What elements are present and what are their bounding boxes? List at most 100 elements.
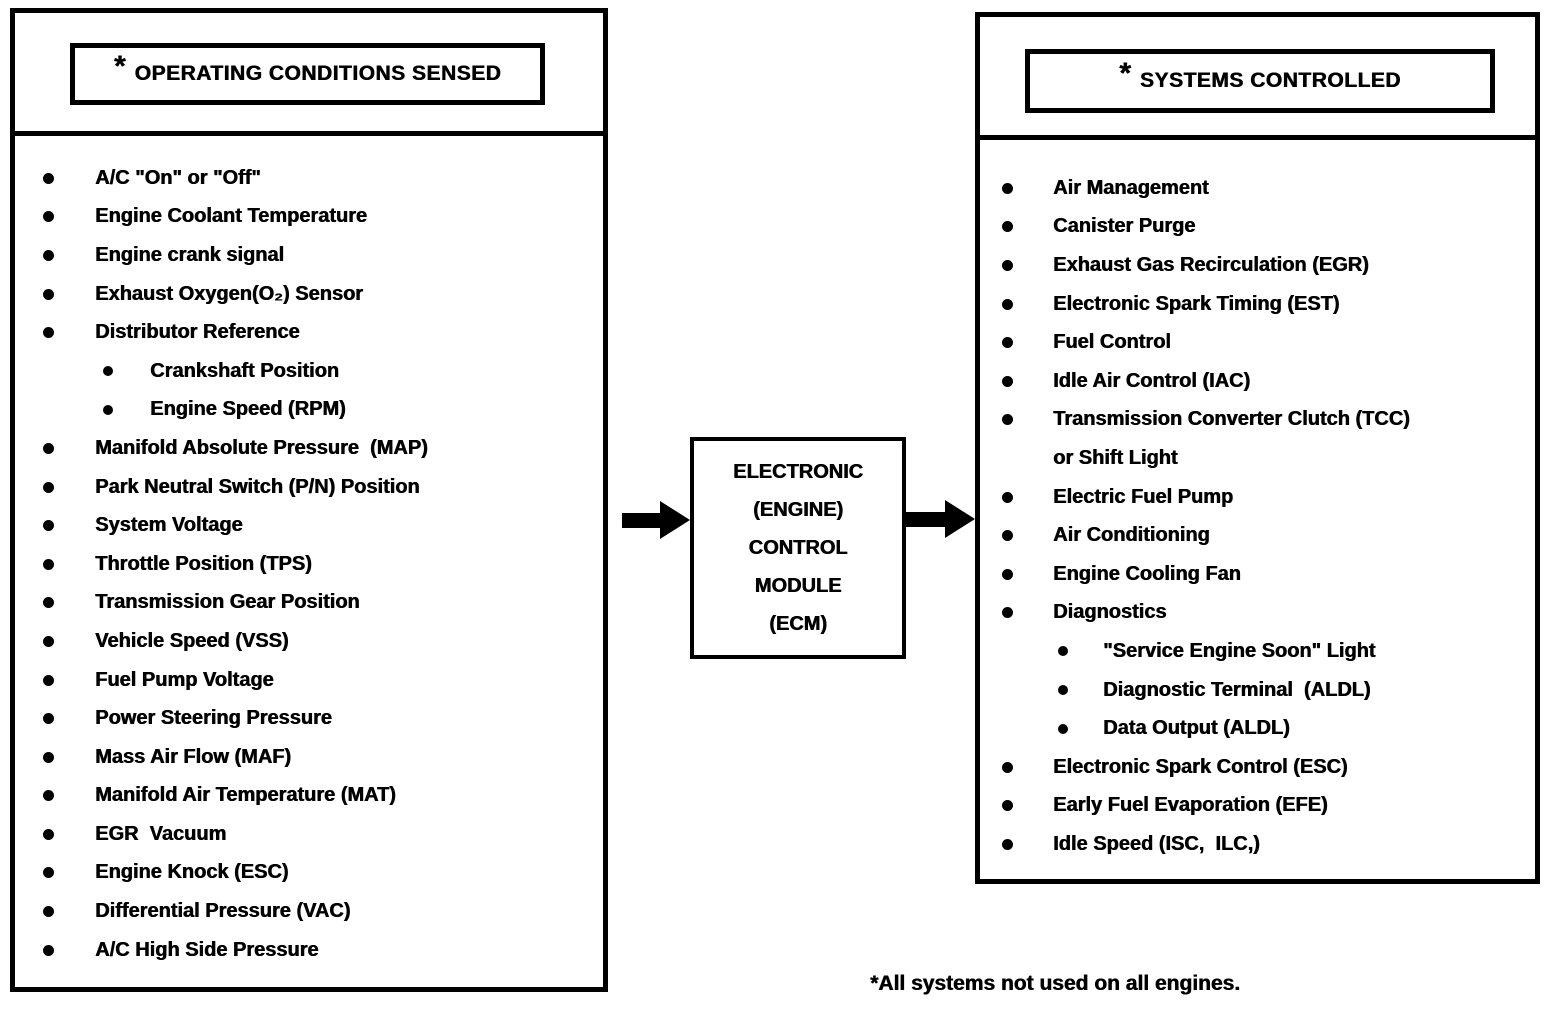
item-label: Transmission Converter Clutch (TCC) [1053, 408, 1410, 431]
bullet-icon [43, 597, 54, 609]
item-label: System Voltage [95, 514, 243, 537]
bullet-icon [1058, 723, 1068, 734]
item-label: EGR Vacuum [95, 822, 227, 845]
item-label: Engine crank signal [95, 243, 284, 266]
item-label: Power Steering Pressure [95, 707, 332, 730]
item-label: Differential Pressure (VAC) [95, 900, 351, 923]
item-label: Exhaust Oxygen(O₂) Sensor [95, 282, 363, 305]
list-item: Early Fuel Evaporation (EFE) [980, 787, 1535, 826]
item-label: Exhaust Gas Recirculation (EGR) [1053, 253, 1369, 276]
list-item: A/C "On" or "Off" [15, 159, 603, 198]
bullet-icon [1058, 646, 1068, 657]
operating-conditions-title: OPERATING CONDITIONS SENSED [134, 62, 502, 85]
systems-controlled-title: SYSTEMS CONTROLLED [1139, 69, 1401, 92]
list-item: Electronic Spark Timing (EST) [980, 285, 1535, 324]
item-label: Engine Cooling Fan [1053, 562, 1241, 585]
operating-conditions-title-box: * OPERATING CONDITIONS SENSED [70, 43, 545, 105]
arrow-out-of-ecm [904, 500, 975, 538]
bullet-icon [1002, 607, 1013, 619]
ecm-line: (ECM) [769, 613, 827, 635]
bullet-icon [1002, 375, 1013, 387]
bullet-icon [103, 366, 113, 377]
bullet-icon [43, 327, 54, 339]
item-label: Mass Air Flow (MAF) [95, 745, 291, 768]
arrow-into-ecm [622, 501, 690, 539]
operating-conditions-panel: * OPERATING CONDITIONS SENSED A/C "On" o… [10, 8, 608, 992]
list-item: Crankshaft Position [15, 352, 603, 391]
ecm-box: ELECTRONIC (ENGINE) CONTROL MODULE (ECM) [690, 437, 906, 659]
bullet-icon [43, 674, 54, 686]
bullet-icon [103, 404, 113, 415]
item-label: Park Neutral Switch (P/N) Position [95, 475, 420, 498]
item-label: Fuel Control [1053, 331, 1171, 354]
bullet-icon [43, 288, 54, 300]
item-label: Diagnostic Terminal (ALDL) [1103, 678, 1371, 701]
ecm-line: ELECTRONIC [733, 461, 863, 483]
list-item: Data Output (ALDL) [980, 709, 1535, 748]
bullet-icon [43, 172, 54, 184]
arrow-shaft [622, 512, 660, 528]
list-item: Fuel Pump Voltage [15, 661, 603, 700]
bullet-icon [43, 481, 54, 493]
item-label: "Service Engine Soon" Light [1103, 639, 1376, 662]
bullet-icon [1002, 491, 1013, 503]
arrow-head-icon [660, 501, 690, 539]
list-item: Transmission Converter Clutch (TCC) [980, 401, 1535, 440]
item-label: Electronic Spark Timing (EST) [1053, 292, 1340, 315]
bullet-icon [1002, 414, 1013, 426]
item-label: Engine Knock (ESC) [95, 861, 289, 884]
bullet-icon [1002, 838, 1013, 850]
list-item: "Service Engine Soon" Light [980, 632, 1535, 671]
operating-conditions-list: A/C "On" or "Off" Engine Coolant Temperat… [15, 131, 603, 969]
item-label: Throttle Position (TPS) [95, 552, 312, 575]
bullet-icon [1002, 298, 1013, 310]
bullet-icon [43, 944, 54, 956]
bullet-icon [1002, 337, 1013, 349]
ecm-line: (ENGINE) [753, 499, 843, 521]
item-label: Manifold Air Temperature (MAT) [95, 784, 396, 807]
bullet-icon [43, 520, 54, 532]
list-item: EGR Vacuum [15, 815, 603, 854]
list-item: Electronic Spark Control (ESC) [980, 748, 1535, 787]
list-item: Engine Speed (RPM) [15, 391, 603, 430]
item-label: Engine Coolant Temperature [95, 205, 367, 228]
list-item: Idle Speed (ISC, ILC,) [980, 825, 1535, 864]
asterisk-icon: * [1119, 57, 1131, 90]
bullet-icon [1002, 761, 1013, 773]
item-label: Manifold Absolute Pressure (MAP) [95, 436, 428, 459]
item-label: Transmission Gear Position [95, 591, 360, 614]
list-item: Manifold Air Temperature (MAT) [15, 777, 603, 816]
bullet-icon [1002, 568, 1013, 580]
item-label: Idle Air Control (IAC) [1053, 369, 1251, 392]
item-label: Air Conditioning [1053, 524, 1210, 547]
list-item: Air Conditioning [980, 516, 1535, 555]
systems-controlled-title-box: * SYSTEMS CONTROLLED [1025, 49, 1495, 113]
list-item: Canister Purge [980, 208, 1535, 247]
list-item: Transmission Gear Position [15, 584, 603, 623]
list-item: Engine crank signal [15, 236, 603, 275]
list-item: Fuel Control [980, 323, 1535, 362]
list-item: Throttle Position (TPS) [15, 545, 603, 584]
bullet-icon [1002, 259, 1013, 271]
list-item: Distributor Reference [15, 313, 603, 352]
operating-conditions-header: * OPERATING CONDITIONS SENSED [15, 13, 603, 136]
list-item: or Shift Light [980, 439, 1535, 478]
bullet-icon [43, 635, 54, 647]
list-item: Engine Cooling Fan [980, 555, 1535, 594]
list-item: Diagnostics [980, 594, 1535, 633]
ecm-line: MODULE [754, 575, 842, 597]
bullet-icon [1002, 800, 1013, 812]
bullet-icon [43, 906, 54, 918]
item-label: Electronic Spark Control (ESC) [1053, 755, 1348, 778]
bullet-icon [1058, 685, 1068, 696]
item-label: A/C High Side Pressure [95, 938, 319, 961]
list-item: Engine Coolant Temperature [15, 198, 603, 237]
list-item: Electric Fuel Pump [980, 478, 1535, 517]
item-label: Distributor Reference [95, 321, 300, 344]
bullet-icon [43, 558, 54, 570]
item-label: or Shift Light [1053, 446, 1178, 469]
list-item: Exhaust Gas Recirculation (EGR) [980, 246, 1535, 285]
list-item: System Voltage [15, 506, 603, 545]
